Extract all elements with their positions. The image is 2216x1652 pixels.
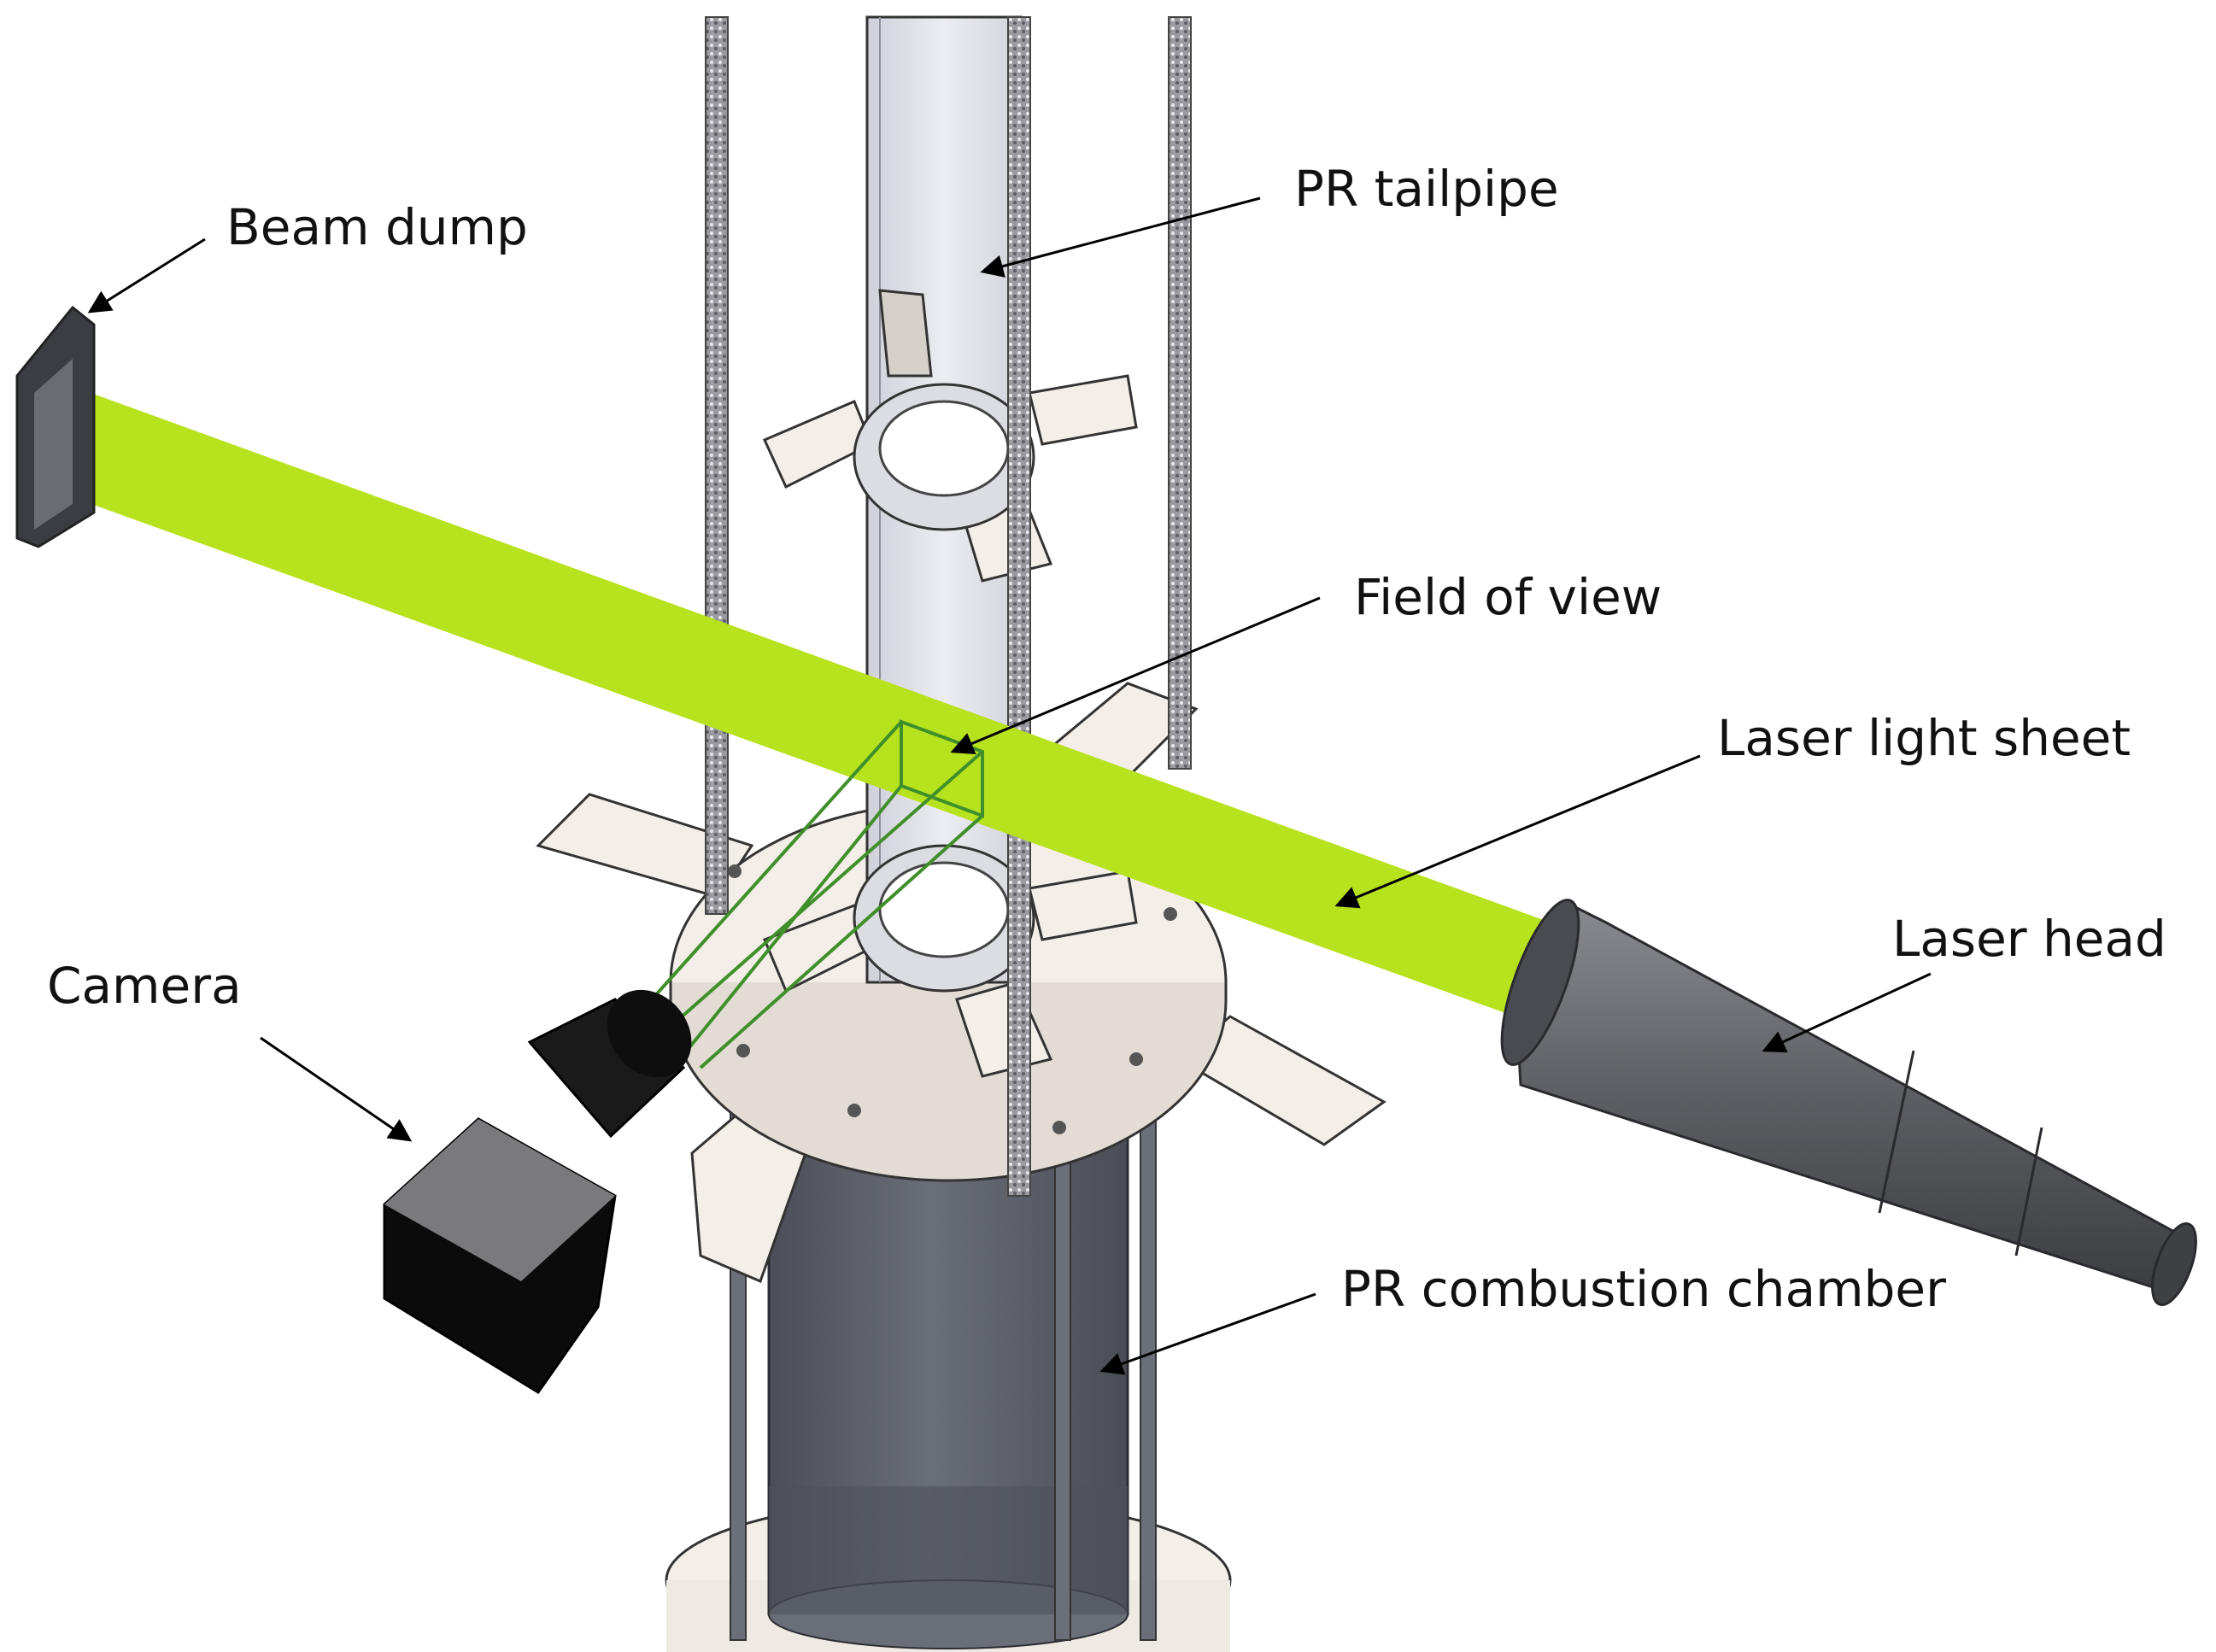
laser-light-sheet	[56, 380, 1551, 1029]
label-combustion-chamber: PR combustion chamber	[1341, 1260, 1946, 1318]
label-laser-sheet: Laser light sheet	[1717, 709, 2131, 767]
annotation-arrows	[87, 196, 1932, 1375]
combustion-chamber	[767, 1134, 1129, 1649]
arrow-beam-dump	[87, 237, 206, 313]
arrow-laser-head	[1762, 972, 1932, 1053]
arrow-tailpipe	[980, 196, 1261, 278]
camera	[383, 989, 692, 1395]
arrow-laser-sheet	[1334, 754, 1701, 909]
beam-dump	[15, 305, 96, 548]
arrow-combustion-chamber	[1099, 1292, 1316, 1375]
lower-plate-arms	[536, 682, 1386, 1284]
label-beam-dump: Beam dump	[226, 198, 528, 256]
label-camera: Camera	[47, 957, 242, 1015]
threaded-rods	[705, 16, 1192, 1197]
label-laser-head: Laser head	[1892, 910, 2166, 968]
label-field-of-view: Field of view	[1354, 568, 1662, 626]
label-tailpipe: PR tailpipe	[1294, 160, 1559, 218]
lower-clamp	[763, 844, 1138, 1078]
arrow-field-of-view	[950, 596, 1321, 755]
laser-head	[1500, 899, 2197, 1306]
arrow-camera	[260, 1036, 413, 1142]
field-of-view	[635, 719, 984, 1069]
